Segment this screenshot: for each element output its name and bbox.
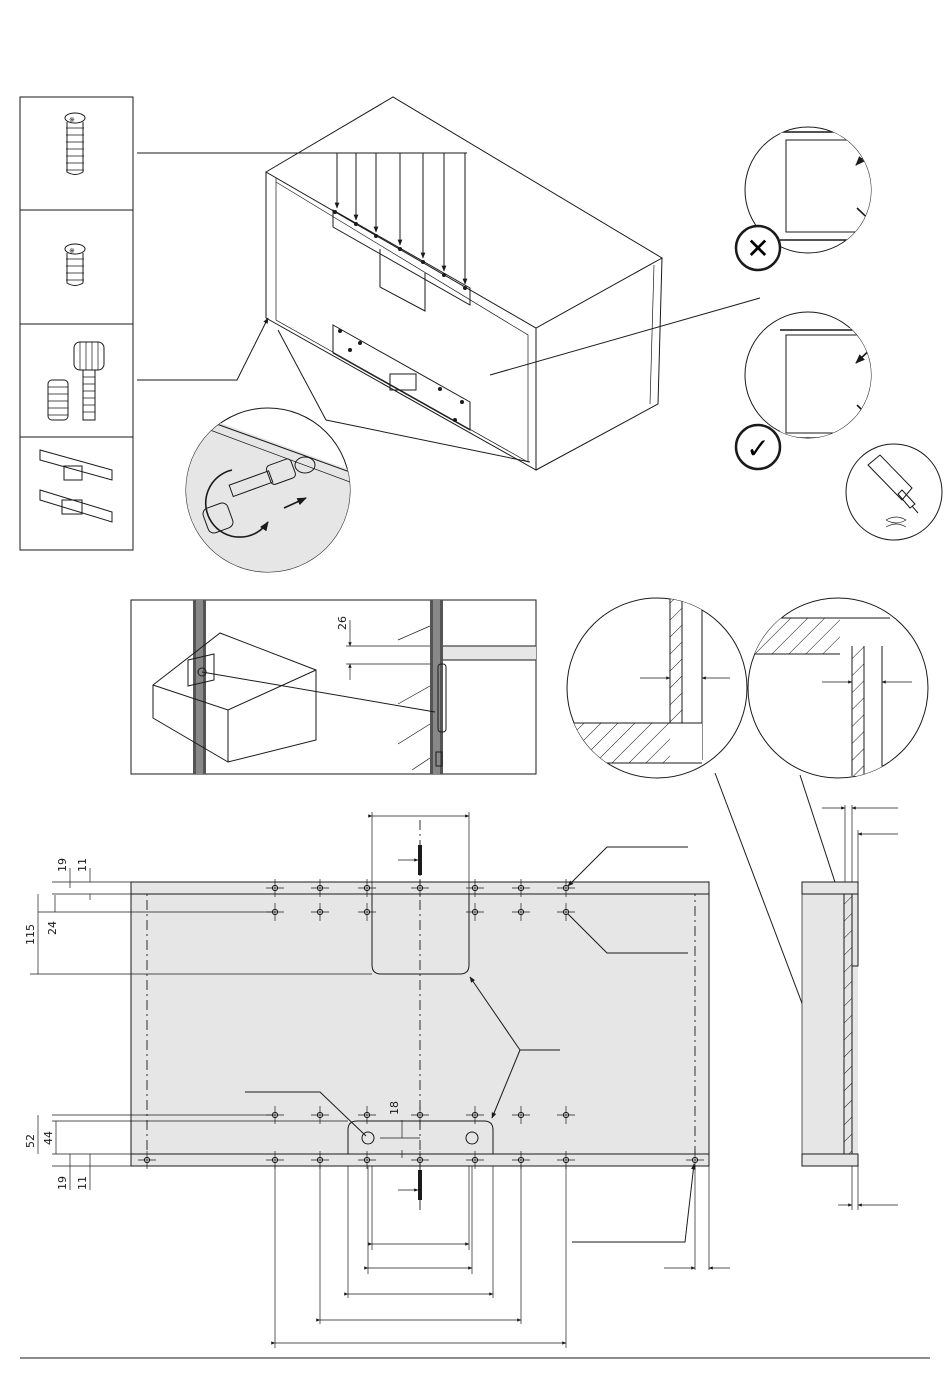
long-screw-icon: ※ xyxy=(65,113,85,175)
mounting-plate-icon xyxy=(40,450,112,522)
dim-24: 24 xyxy=(46,921,59,935)
dim-26: 26 xyxy=(336,616,349,630)
dim-18: 18 xyxy=(388,1101,401,1115)
dim-115: 115 xyxy=(24,924,37,945)
correct-badge: ✓ xyxy=(736,425,780,469)
dim-19-top: 19 xyxy=(56,858,69,872)
screw-arrows xyxy=(337,153,465,284)
dim-19-bottom: 19 xyxy=(56,1176,69,1190)
dim-52: 52 xyxy=(24,1134,37,1148)
wrong-icon: ✕ xyxy=(746,232,769,265)
glue-bottle-icon xyxy=(846,444,942,540)
correct-assembly-detail xyxy=(745,312,890,438)
dim-44: 44 xyxy=(42,1131,55,1145)
connector-bolt-icon xyxy=(48,342,104,420)
svg-text:※: ※ xyxy=(69,116,75,124)
dim-11-top: 11 xyxy=(76,858,89,872)
section-detail-left xyxy=(560,598,747,778)
side-profile xyxy=(802,805,898,1210)
parts-list xyxy=(20,97,133,550)
svg-text:※: ※ xyxy=(69,247,75,255)
short-screw-icon: ※ xyxy=(65,244,85,286)
drawer-install-box: 26 xyxy=(131,600,536,774)
dim-11-bottom: 11 xyxy=(76,1176,89,1190)
section-detail-right xyxy=(745,598,928,778)
wrong-badge: ✕ xyxy=(736,226,780,270)
connector-zoom-detail xyxy=(180,408,350,600)
check-icon: ✓ xyxy=(746,432,769,465)
